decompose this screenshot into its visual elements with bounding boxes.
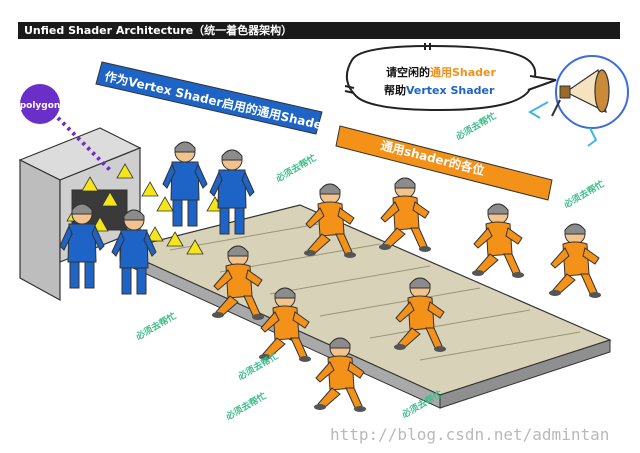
help-label: 必须去帮忙 (133, 310, 179, 343)
vertex-shader-banner-text: 作为Vertex Shader启用的通用Shader (103, 68, 329, 133)
help-label: 必须去帮忙 (273, 152, 319, 185)
polygon-node (20, 84, 60, 124)
polygon-label: polygon (20, 101, 61, 111)
speech-bubble: 请空闲的通用Shader 帮助Vertex Shader (344, 43, 557, 112)
megaphone-icon (528, 55, 629, 147)
conveyor-belt (118, 204, 612, 409)
polygon-path (46, 106, 112, 172)
speech-line-2: 帮助Vertex Shader (384, 83, 495, 97)
watermark: http://blog.csdn.net/admintan (330, 425, 609, 444)
speech-line-1: 请空闲的通用Shader (386, 65, 497, 79)
help-label: 必须去帮忙 (453, 110, 499, 143)
generic-shader-banner: 通用shader的各位 (335, 125, 553, 201)
help-label: 必须去帮忙 (561, 178, 607, 211)
page-title: Unfied Shader Architecture（统一着色器架构） (18, 22, 620, 39)
help-label: 必须去帮忙 (223, 390, 269, 423)
vertex-shader-banner: 作为Vertex Shader启用的通用Shader (95, 61, 329, 135)
help-label: 必须去帮忙 (235, 350, 281, 383)
